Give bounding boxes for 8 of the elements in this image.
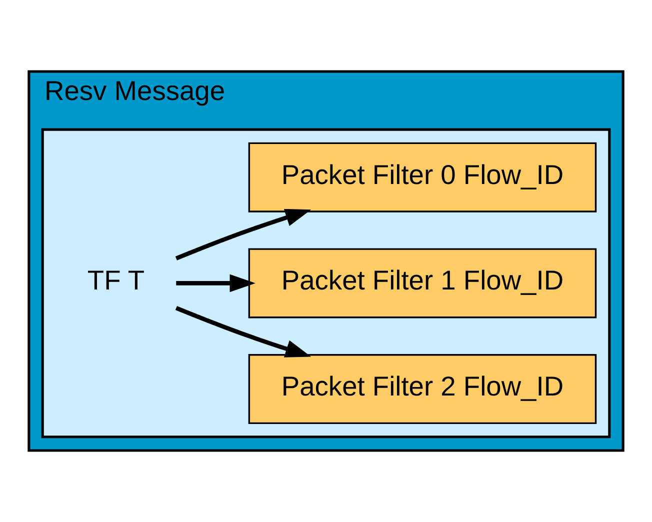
node-box: Packet Filter 0 Flow_ID [248, 142, 597, 212]
node-text: TF T [87, 264, 145, 296]
arrow [175, 306, 312, 358]
node-box: Packet Filter 2 Flow_ID [248, 354, 597, 424]
cluster [41, 128, 611, 438]
arrow [176, 274, 256, 292]
arrow [175, 208, 312, 260]
node-box: Packet Filter 1 Flow_ID [248, 248, 597, 318]
